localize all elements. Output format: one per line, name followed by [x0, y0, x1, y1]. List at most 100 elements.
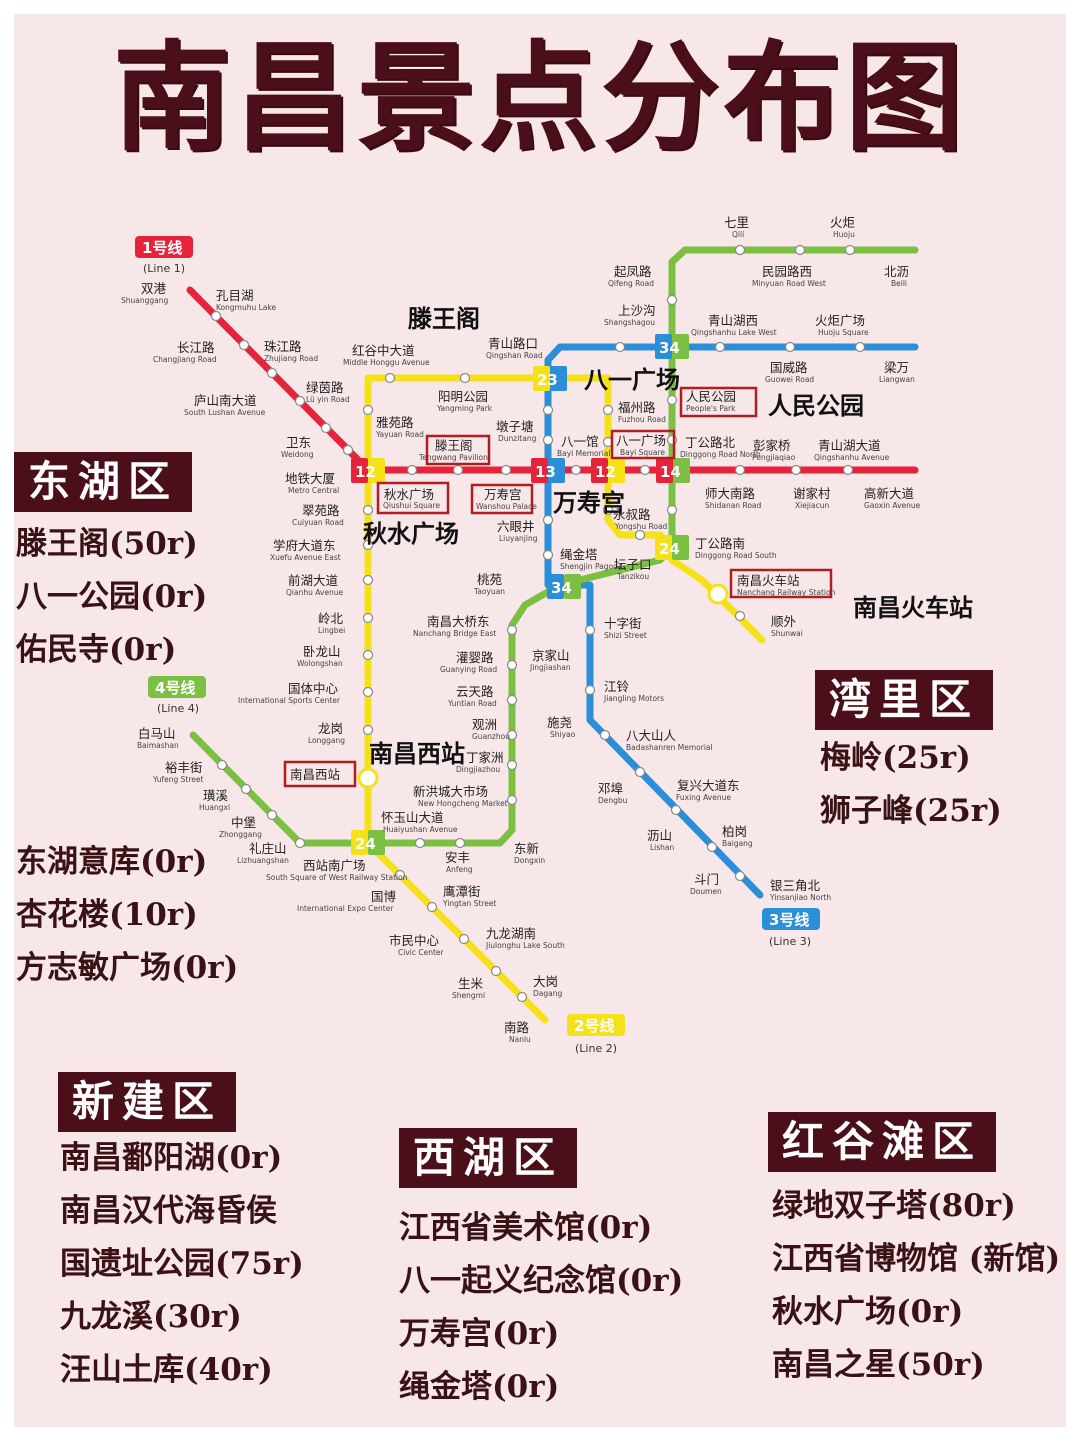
svg-text:Nanchang Bridge East: Nanchang Bridge East [413, 629, 496, 638]
svg-text:Lizhuangshan: Lizhuangshan [237, 856, 289, 865]
svg-text:Shangshagou: Shangshagou [604, 318, 655, 327]
svg-text:卧龙山: 卧龙山 [303, 644, 341, 659]
svg-text:Badashanren Memorial: Badashanren Memorial [626, 743, 713, 752]
svg-text:Yingtan Street: Yingtan Street [442, 899, 496, 908]
spot-item: 绿地双子塔(80r) [772, 1188, 1016, 1224]
svg-text:Lishan: Lishan [650, 843, 675, 852]
district-tag-xihu: 西湖区 [399, 1128, 578, 1188]
svg-text:福州路: 福州路 [618, 400, 656, 415]
svg-text:丁公路北: 丁公路北 [685, 435, 736, 450]
svg-text:十字街: 十字街 [604, 616, 642, 631]
svg-text:青山路口: 青山路口 [488, 336, 538, 351]
svg-text:八大山人: 八大山人 [626, 728, 677, 743]
svg-text:沥山: 沥山 [647, 828, 672, 843]
svg-text:桃苑: 桃苑 [477, 572, 503, 587]
svg-text:庐山南大道: 庐山南大道 [194, 393, 257, 408]
spot-item: 南昌之星(50r) [772, 1347, 985, 1383]
svg-text:Nanchang Railway Station: Nanchang Railway Station [737, 588, 836, 597]
svg-text:Weidong: Weidong [281, 450, 314, 459]
svg-text:国体中心: 国体中心 [288, 681, 339, 696]
svg-text:Shiyao: Shiyao [550, 730, 576, 739]
svg-text:Shidanan Road: Shidanan Road [705, 501, 762, 510]
svg-text:礼庄山: 礼庄山 [249, 841, 287, 856]
svg-text:Dunzitang: Dunzitang [498, 434, 537, 443]
transfer-24-east: 24 [655, 535, 689, 560]
svg-text:国博: 国博 [371, 889, 397, 904]
svg-text:Xuefu Avenue East: Xuefu Avenue East [270, 553, 341, 562]
svg-text:观洲: 观洲 [472, 717, 497, 732]
svg-text:鹰潭街: 鹰潭街 [443, 884, 481, 899]
spot-item: 八一公园(0r) [16, 579, 208, 615]
svg-text:彭家桥: 彭家桥 [753, 438, 791, 453]
svg-text:Minyuan Road West: Minyuan Road West [752, 279, 826, 288]
svg-text:South Square of West Railway S: South Square of West Railway Station [266, 873, 408, 882]
svg-text:Jiangling Motors: Jiangling Motors [603, 694, 664, 703]
svg-text:谢家村: 谢家村 [793, 486, 831, 501]
svg-text:Fuxing Avenue: Fuxing Avenue [676, 793, 731, 802]
district-tag-wanli: 湾里区 [815, 670, 994, 730]
transfer-34-north: 34 [655, 334, 689, 359]
svg-text:八一广场: 八一广场 [584, 366, 680, 394]
district-spots-honggutan: 绿地双子塔(80r) 江西省博物馆 (新馆) 秋水广场(0r) 南昌之星(50r… [772, 1180, 1060, 1392]
svg-text:Baimashan: Baimashan [137, 741, 179, 750]
svg-text:Huaiyushan Avenue: Huaiyushan Avenue [383, 825, 458, 834]
svg-text:龙岗: 龙岗 [318, 721, 343, 736]
svg-text:Dinggong Road North: Dinggong Road North [680, 450, 761, 459]
svg-text:南路: 南路 [504, 1020, 530, 1035]
spot-item: 南昌鄱阳湖(0r) [60, 1140, 283, 1176]
svg-text:Doumen: Doumen [690, 887, 722, 896]
svg-text:Yangming Park: Yangming Park [436, 404, 493, 413]
svg-text:Gaoxin Avenue: Gaoxin Avenue [864, 501, 921, 510]
svg-text:市民中心: 市民中心 [389, 933, 440, 948]
svg-text:雅苑路: 雅苑路 [376, 415, 414, 430]
svg-text:云天路: 云天路 [456, 684, 494, 699]
spot-item: 江西省博物馆 (新馆) [772, 1241, 1061, 1277]
svg-text:Qingshanhu Avenue: Qingshanhu Avenue [814, 453, 890, 462]
svg-text:Qingshanhu Lake West: Qingshanhu Lake West [691, 328, 777, 337]
svg-text:Dingjiazhou: Dingjiazhou [456, 765, 500, 774]
svg-text:Beili: Beili [891, 279, 907, 288]
svg-text:International Sports Center: International Sports Center [238, 696, 341, 705]
svg-text:前湖大道: 前湖大道 [288, 573, 339, 588]
svg-text:高新大道: 高新大道 [864, 486, 915, 501]
svg-text:Guanying Road: Guanying Road [440, 665, 497, 674]
svg-text:Yufeng Street: Yufeng Street [152, 775, 203, 784]
svg-text:Shunwai: Shunwai [771, 629, 803, 638]
svg-text:珠江路: 珠江路 [264, 339, 302, 354]
svg-text:13: 13 [535, 463, 556, 481]
svg-text:九龙湖南: 九龙湖南 [486, 926, 536, 941]
svg-text:Fuzhou Road: Fuzhou Road [618, 415, 666, 424]
svg-text:南昌西站: 南昌西站 [369, 740, 465, 768]
svg-text:Anfeng: Anfeng [446, 865, 473, 874]
transfer-12-west: 12 [351, 458, 385, 483]
svg-text:Tengwang Pavilion: Tengwang Pavilion [418, 453, 488, 462]
svg-text:Bayi Square: Bayi Square [620, 448, 665, 457]
spot-item: 梅岭(25r) [820, 740, 971, 776]
svg-text:七里: 七里 [724, 215, 749, 230]
district-spots-donghu-2: 东湖意库(0r) 杏花楼(10r) 方志敏广场(0r) [16, 836, 238, 995]
svg-text:Lü yin Road: Lü yin Road [306, 395, 350, 404]
svg-text:Dinggong Road South: Dinggong Road South [695, 551, 777, 560]
svg-text:Qili: Qili [732, 230, 744, 239]
svg-text:双港: 双港 [141, 281, 167, 296]
spot-item: 南昌汉代海昏侯 [60, 1193, 277, 1229]
svg-text:人民公园: 人民公园 [686, 389, 736, 404]
spot-item: 八一起义纪念馆(0r) [399, 1263, 684, 1299]
svg-text:璜溪: 璜溪 [203, 788, 229, 803]
svg-text:国威路: 国威路 [770, 360, 808, 375]
spot-item: 佑民寺(0r) [16, 632, 177, 668]
svg-text:Kongmuhu Lake: Kongmuhu Lake [216, 303, 276, 312]
svg-text:长江路: 长江路 [177, 340, 215, 355]
line-3-badge: 3号线 (Line 3) [762, 908, 820, 948]
svg-text:南昌火车站: 南昌火车站 [737, 573, 800, 588]
svg-text:灌婴路: 灌婴路 [456, 650, 494, 665]
svg-text:斗门: 斗门 [694, 872, 719, 887]
railway-icon [707, 583, 729, 605]
svg-text:Jingjiashan: Jingjiashan [529, 663, 571, 672]
svg-text:Dengbu: Dengbu [598, 796, 628, 805]
svg-text:秋水广场: 秋水广场 [363, 520, 459, 548]
svg-text:京家山: 京家山 [532, 648, 570, 663]
svg-text:起凤路: 起凤路 [614, 264, 652, 279]
